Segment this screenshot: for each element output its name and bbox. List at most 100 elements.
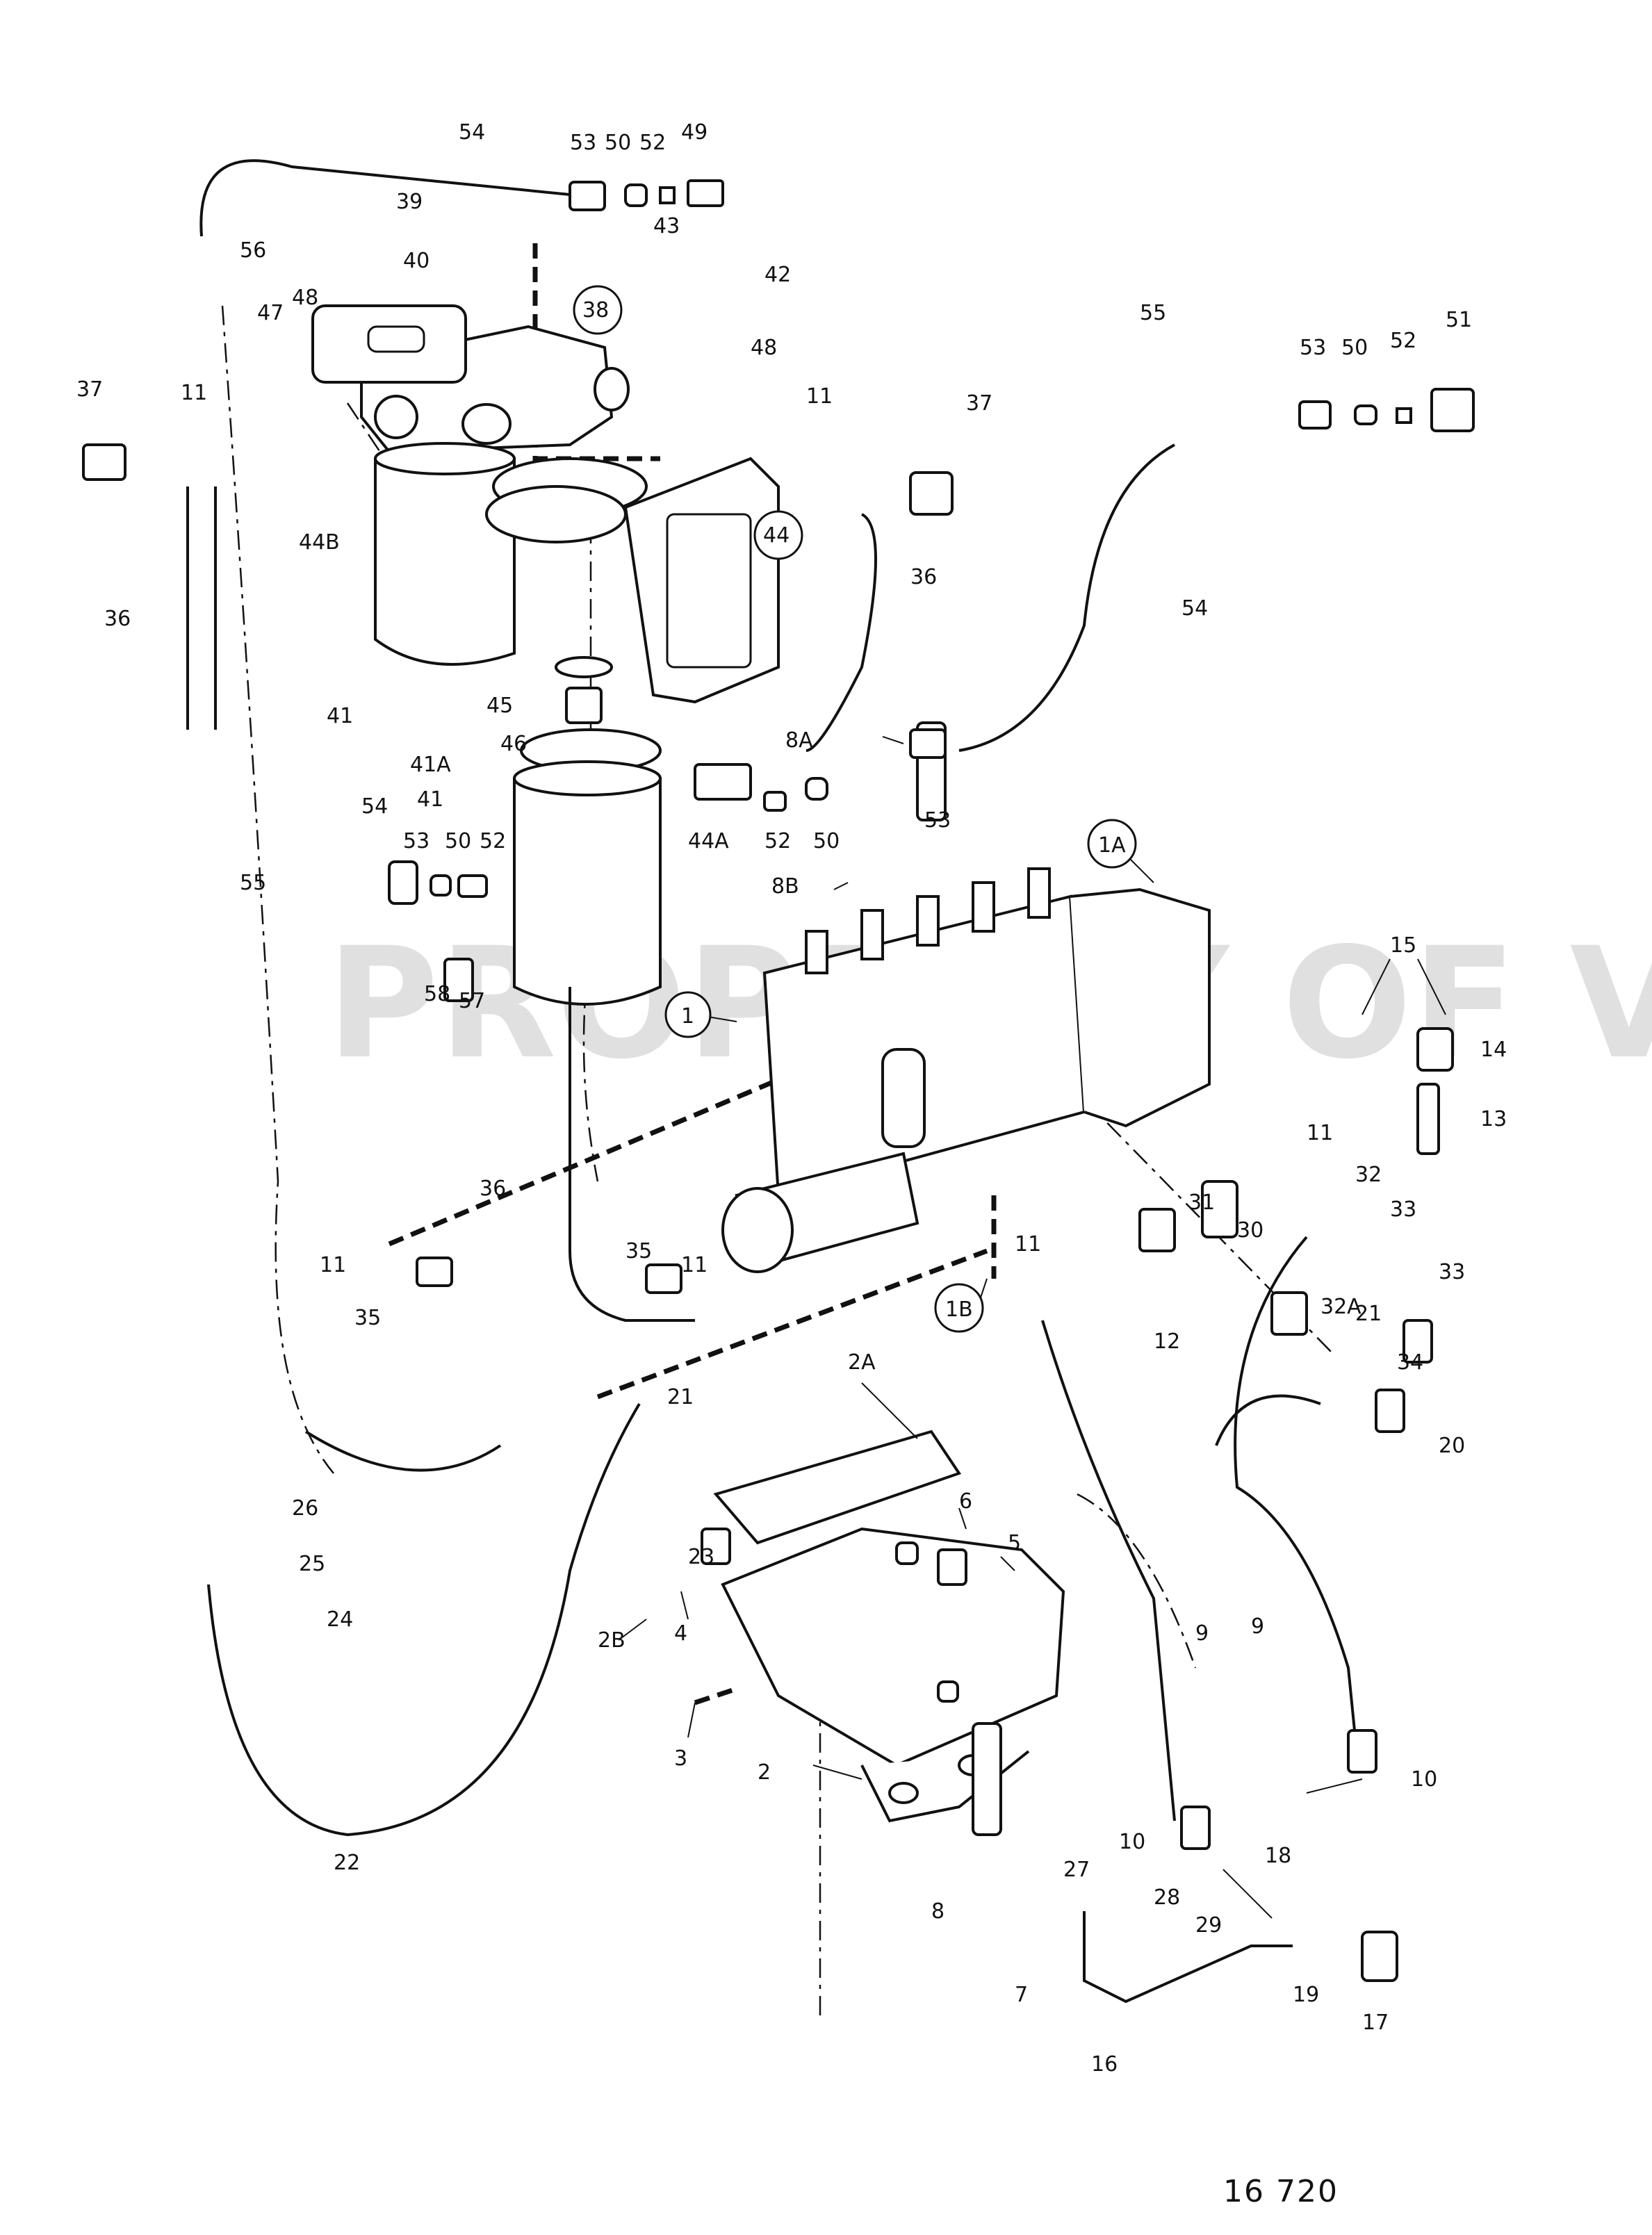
callout-36-left: 36 [104, 607, 131, 631]
callout-11-b: 11 [806, 384, 833, 409]
callout-29: 29 [1195, 1913, 1222, 1938]
callout-33-lower: 33 [1439, 1260, 1465, 1284]
callout-55-right: 55 [1140, 301, 1166, 325]
callout-36-right: 36 [910, 565, 937, 589]
callout-4: 4 [674, 1621, 687, 1646]
leader-lines [618, 736, 1446, 1919]
callout-8a: 8A [785, 728, 813, 753]
callout-53-b: 53 [1300, 336, 1326, 360]
callout-21-right: 21 [1355, 1302, 1382, 1326]
callout-1: 1 [681, 1004, 694, 1029]
callout-9-right: 9 [1251, 1614, 1264, 1639]
callout-36-lower: 36 [480, 1177, 506, 1201]
callout-49: 49 [681, 120, 708, 145]
callout-54-top: 54 [459, 120, 485, 145]
callout-32: 32 [1355, 1163, 1382, 1187]
callout-45: 45 [486, 694, 513, 718]
callout-52-d: 52 [480, 829, 506, 853]
callout-57: 57 [459, 989, 485, 1013]
callout-39: 39 [396, 190, 423, 214]
callout-50-a: 50 [605, 131, 631, 155]
callout-53-a: 53 [570, 131, 596, 155]
callout-3: 3 [674, 1746, 687, 1771]
callout-37-right: 37 [966, 391, 992, 416]
callout-2a: 2A [848, 1350, 876, 1375]
callout-53-c: 53 [924, 808, 951, 833]
filter-head [311, 304, 630, 454]
callout-27: 27 [1063, 1858, 1090, 1882]
callout-8: 8 [931, 1899, 944, 1924]
callout-52-c: 52 [764, 829, 791, 853]
callout-7: 7 [1015, 1983, 1028, 2007]
callout-37-left: 37 [76, 377, 103, 402]
callout-1a: 1A [1098, 833, 1126, 858]
callout-30: 30 [1237, 1218, 1263, 1243]
assembly-dashed-lines [388, 243, 997, 1705]
callout-labels: 1 1A 1B 2 2A 2B 3 4 5 6 7 8 8A 8B 9 9 10… [76, 120, 1507, 2077]
callout-11-f: 11 [1307, 1121, 1333, 1145]
callout-8b: 8B [771, 874, 799, 899]
callout-11-a: 11 [181, 381, 207, 405]
callout-9-left: 9 [1195, 1621, 1209, 1646]
callout-2b: 2B [598, 1628, 625, 1653]
callout-16: 16 [1091, 2052, 1118, 2077]
callout-46: 46 [500, 732, 527, 756]
callout-33-upper: 33 [1390, 1197, 1416, 1222]
callout-51: 51 [1446, 308, 1472, 332]
callout-14: 14 [1480, 1038, 1507, 1062]
callout-54-left: 54 [361, 794, 388, 819]
callout-40: 40 [403, 249, 430, 273]
fittings [82, 179, 1475, 1982]
callout-43: 43 [653, 214, 680, 238]
callout-47: 47 [257, 301, 284, 325]
callout-50-c: 50 [813, 829, 840, 853]
callout-12: 12 [1154, 1329, 1180, 1354]
callout-52-b: 52 [1390, 329, 1416, 353]
callout-58: 58 [424, 982, 450, 1006]
callout-2: 2 [758, 1760, 771, 1785]
injection-pump [721, 867, 1211, 1273]
pump-bracket [713, 1430, 1065, 1823]
callout-23: 23 [688, 1545, 714, 1569]
callout-56: 56 [240, 238, 266, 263]
callout-10-left: 10 [1119, 1830, 1145, 1854]
callout-15: 15 [1390, 933, 1416, 958]
callout-41-upper: 41 [327, 704, 353, 728]
callout-48-left: 48 [292, 286, 318, 310]
callout-5: 5 [1008, 1531, 1021, 1555]
callout-35-right: 35 [625, 1239, 652, 1263]
callout-34: 34 [1397, 1350, 1423, 1375]
callout-11-e: 11 [1015, 1232, 1041, 1256]
drawing-reference-number: 16 720 [1223, 2174, 1339, 2209]
callout-11-d: 11 [681, 1253, 708, 1277]
callout-55-left: 55 [240, 871, 266, 895]
callout-20: 20 [1439, 1434, 1465, 1458]
callout-26: 26 [292, 1496, 318, 1521]
callout-42: 42 [764, 263, 791, 287]
circled-callouts [573, 285, 1137, 1333]
callout-41a: 41A [410, 753, 451, 777]
callout-52-a: 52 [639, 131, 666, 155]
hoses [186, 159, 1357, 2004]
callout-54-right: 54 [1181, 596, 1208, 621]
callout-25: 25 [299, 1552, 325, 1576]
callout-32a: 32A [1320, 1295, 1361, 1319]
callout-44a: 44A [688, 829, 729, 853]
callout-1b: 1B [945, 1297, 973, 1322]
callout-28: 28 [1154, 1885, 1180, 1910]
sealing-rings [485, 457, 648, 543]
callout-24: 24 [327, 1607, 353, 1632]
callout-6: 6 [959, 1489, 972, 1514]
fuel-filter-lower [513, 656, 662, 1006]
callout-41-lower: 41 [417, 787, 443, 812]
callout-22: 22 [334, 1851, 360, 1875]
callout-10-right: 10 [1411, 1767, 1437, 1792]
callout-53-d: 53 [403, 829, 430, 853]
callout-31: 31 [1188, 1190, 1215, 1215]
callout-50-b: 50 [1341, 336, 1368, 360]
callout-35-left: 35 [354, 1306, 381, 1330]
callout-44b: 44B [299, 530, 340, 555]
callout-21-left: 21 [667, 1385, 694, 1409]
callout-50-d: 50 [445, 829, 471, 853]
